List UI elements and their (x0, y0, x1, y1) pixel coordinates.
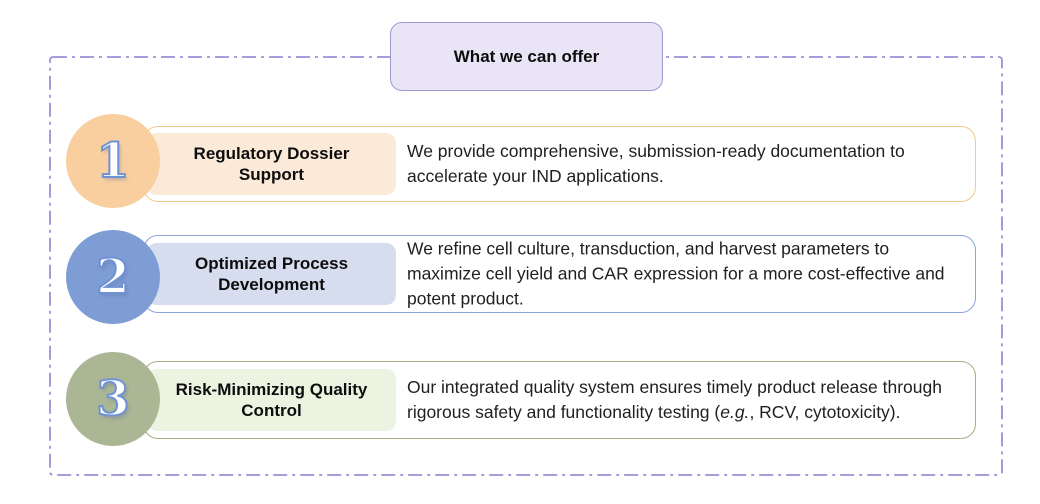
step-label-box-1: Regulatory Dossier Support (147, 133, 396, 195)
step-number-2: 2 (95, 249, 130, 305)
offer-row-1: Regulatory Dossier Support We provide co… (143, 126, 976, 202)
step-number-badge-3: 3 (66, 352, 160, 446)
step-description-3: Our integrated quality system ensures ti… (407, 377, 942, 422)
step-number-3: 3 (95, 371, 130, 427)
step-label-1: Regulatory Dossier Support (193, 143, 350, 184)
step-number-badge-2: 2 (66, 230, 160, 324)
step-label-2: Optimized Process Development (194, 253, 349, 294)
offer-row-2: Optimized Process Development We refine … (143, 235, 976, 313)
step-number-1: 1 (95, 133, 130, 189)
step-label-3: Risk-Minimizing Quality Control (175, 379, 368, 420)
step-label-box-2: Optimized Process Development (147, 243, 396, 305)
step-label-box-3: Risk-Minimizing Quality Control (147, 369, 396, 431)
step-description-1: We provide comprehensive, submission-rea… (407, 141, 905, 186)
page-title: What we can offer (453, 46, 600, 66)
step-description-2: We refine cell culture, transduction, an… (407, 238, 945, 309)
title-box: What we can offer (390, 22, 663, 91)
offer-row-3: Risk-Minimizing Quality Control Our inte… (143, 361, 976, 439)
step-number-badge-1: 1 (66, 114, 160, 208)
